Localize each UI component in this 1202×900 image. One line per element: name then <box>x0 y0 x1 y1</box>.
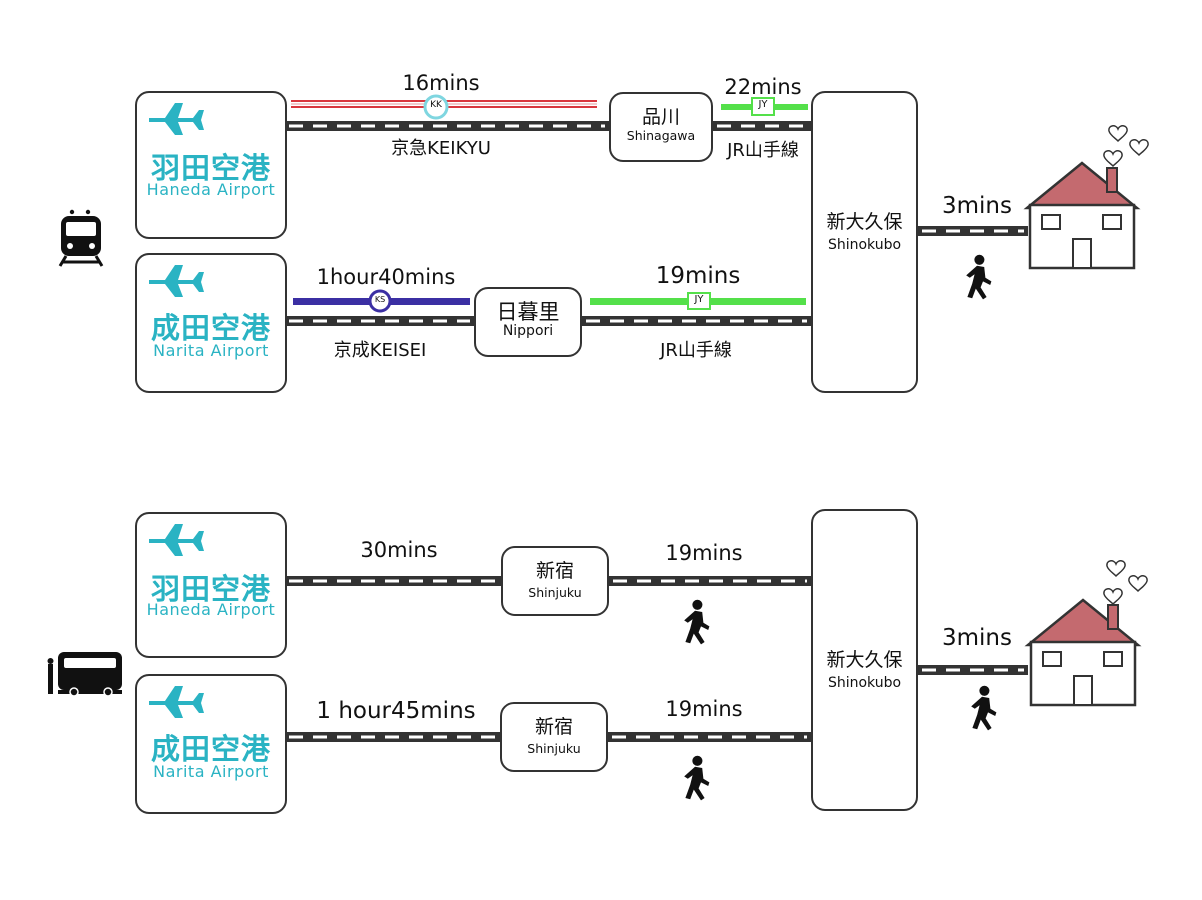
hearts-icon <box>1103 125 1149 167</box>
nippori-en-label: Nippori <box>502 323 554 339</box>
train-icon <box>58 209 104 267</box>
narita-en-label: Narita Airport <box>153 762 269 781</box>
shinjuku-jp-label: 新宿 <box>535 560 574 582</box>
shinokubo-jp-label: 新大久保 <box>826 649 903 671</box>
shinokubo-en-label: Shinokubo <box>827 237 902 253</box>
keisei-badge-label: KS <box>374 295 386 304</box>
jy-upper-time: 22mins <box>724 75 802 99</box>
house-icon <box>1025 161 1139 270</box>
haneda-airport-box: 羽田空港 Haneda Airport <box>135 91 287 239</box>
airplane-icon <box>149 265 204 297</box>
keikyu-line-label: 京急KEIKYU <box>391 138 491 159</box>
house-icon <box>1026 598 1140 707</box>
nippori-jp-label: 日暮里 <box>496 300 560 324</box>
jy-lower-line-bar <box>590 292 806 310</box>
shinagawa-station-box: 品川 Shinagawa <box>609 92 713 162</box>
shinjuku-jp-label: 新宿 <box>534 716 573 738</box>
airplane-icon <box>149 103 204 135</box>
airplane-icon <box>149 686 204 718</box>
shinjuku-station-box: 新宿 Shinjuku <box>501 546 609 616</box>
shinokubo-jp-label: 新大久保 <box>826 211 903 233</box>
track-segment <box>582 316 811 326</box>
bus-icon <box>47 652 122 697</box>
shinjuku-station-box: 新宿 Shinjuku <box>500 702 608 772</box>
walk-time-train: 3mins <box>942 193 1012 219</box>
jy-upper-badge-label: JY <box>758 99 768 110</box>
airplane-icon <box>149 524 204 556</box>
haneda-jp-label: 羽田空港 <box>150 572 271 606</box>
nippori-station-box: 日暮里 Nippori <box>474 287 582 357</box>
track-segment <box>285 316 474 326</box>
shinokubo-en-label: Shinokubo <box>827 675 902 691</box>
keikyu-badge <box>423 94 449 120</box>
walking-person-icon <box>971 685 997 731</box>
walking-person-icon <box>684 599 710 645</box>
jy-lower-line-label: JR山手線 <box>660 340 732 361</box>
keikyu-badge-label: KK <box>430 100 442 110</box>
shinjuku-en-label: Shinjuku <box>527 741 581 756</box>
haneda-jp-label: 羽田空港 <box>150 151 271 185</box>
haneda-airport-box: 羽田空港 Haneda Airport <box>135 512 287 658</box>
shinjuku-en-label: Shinjuku <box>528 585 582 600</box>
jy-lower-time: 19mins <box>655 263 741 289</box>
walk-time-bus: 3mins <box>942 625 1012 651</box>
narita-jp-label: 成田空港 <box>150 732 271 766</box>
narita-jp-label: 成田空港 <box>150 311 271 345</box>
keikyu-time: 16mins <box>402 71 480 95</box>
walking-person-icon <box>966 254 992 300</box>
shinagawa-en-label: Shinagawa <box>626 128 696 143</box>
track-segment <box>713 121 811 131</box>
narita-walk-time: 19mins <box>665 697 743 721</box>
keisei-line-bar <box>293 289 470 313</box>
jy-upper-line-bar <box>721 97 808 116</box>
keisei-line-label: 京成KEISEI <box>333 340 427 361</box>
walking-person-icon <box>684 755 710 801</box>
haneda-bus-time: 30mins <box>360 538 438 562</box>
haneda-en-label: Haneda Airport <box>146 600 276 619</box>
narita-en-label: Narita Airport <box>153 341 269 360</box>
hearts-icon <box>1103 560 1148 605</box>
track-lines <box>285 121 1028 742</box>
shinagawa-jp-label: 品川 <box>641 106 680 128</box>
narita-airport-box: 成田空港 Narita Airport <box>135 674 287 814</box>
jy-upper-line-label: JR山手線 <box>727 140 799 161</box>
shinokubo-station-box: 新大久保 Shinokubo <box>811 509 918 811</box>
narita-bus-time: 1 hour45mins <box>316 698 476 724</box>
keisei-time: 1hour40mins <box>316 265 456 289</box>
shinokubo-station-box: 新大久保 Shinokubo <box>811 91 918 393</box>
haneda-walk-time: 19mins <box>665 541 743 565</box>
jy-lower-badge-label: JY <box>694 294 704 305</box>
haneda-en-label: Haneda Airport <box>146 180 276 199</box>
narita-airport-box: 成田空港 Narita Airport <box>135 253 287 393</box>
